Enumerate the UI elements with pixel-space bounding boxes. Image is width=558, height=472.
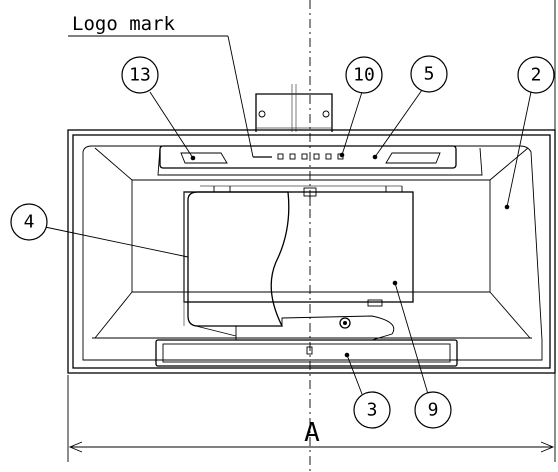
svg-text:3: 3 [367,400,378,421]
callout-2: 2 [506,56,555,208]
callout-10: 10 [341,56,383,156]
bottom-bar [155,339,458,367]
button-3 [301,153,308,160]
back-panel [183,185,414,307]
svg-text:13: 13 [129,65,151,86]
cabinet [67,129,556,374]
dimension-a: A [68,418,555,453]
top-trim [159,145,457,169]
svg-text:10: 10 [353,65,375,86]
logo-mark-label: Logo mark [72,13,176,35]
button-4 [313,153,320,160]
callout-3: 3 [346,354,391,429]
svg-text:5: 5 [424,64,435,85]
svg-text:2: 2 [531,65,542,86]
inner-screen [92,147,532,339]
svg-text:9: 9 [428,400,439,421]
stand-bracket [255,84,333,132]
callout-4: 4 [10,203,189,258]
callout-13: 13 [121,56,194,159]
button-5 [325,153,332,160]
svg-text:4: 4 [24,212,35,233]
button-2 [289,153,296,160]
button-1 [277,153,284,160]
logo-mark-leader [227,35,254,158]
stand-plate [235,315,395,341]
callout-9: 9 [394,282,452,429]
cover-flap [183,191,290,337]
dimension-a-label: A [304,418,320,448]
callout-5: 5 [374,55,448,158]
